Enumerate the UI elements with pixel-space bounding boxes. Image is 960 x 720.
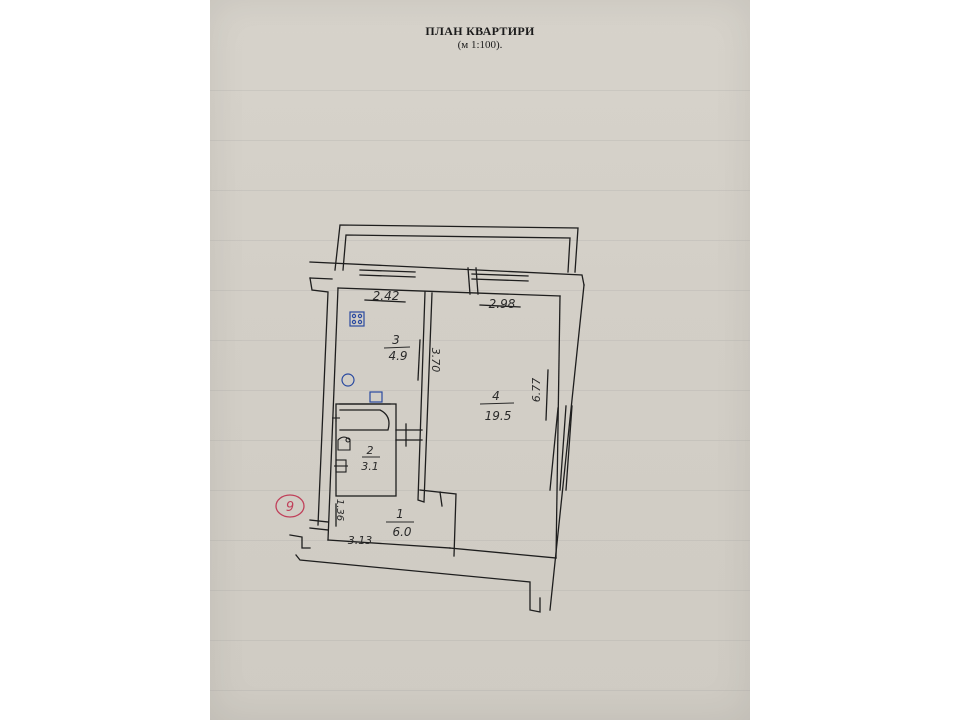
dimension-hall-length: 3.13 [348,534,373,547]
room-3-number: 3 [392,333,400,347]
washbasin-icon [369,391,383,403]
room-1-area: 6.0 [392,525,411,539]
window-kitchen [359,269,416,273]
document-sheet: ПЛАН КВАРТИРИ (м 1:100). [210,0,750,720]
inner-wall-bottom-hall [327,539,451,549]
partition-hall [419,489,457,557]
bathtub [339,409,390,431]
inner-wall-left [327,287,339,541]
stove-icon [349,311,365,327]
floor-plan-drawing: 3 4.9 4 19.5 2 3.1 1 6.0 2.42 2.98 3.70 … [275,224,585,613]
room-4-area: 19.5 [485,409,512,423]
room-4-number: 4 [492,389,500,403]
page-title: ПЛАН КВАРТИРИ [425,24,535,38]
apartment-number-circle [275,494,305,518]
balcony-outline [334,224,579,273]
room-1-number: 1 [396,507,404,521]
outer-wall-bottom [295,554,541,613]
outer-wall-left [309,277,329,526]
inner-wall-top [337,287,561,297]
dimension-kitchen-length: 3.70 [429,348,442,373]
inner-wall-right [555,295,561,559]
balcony-inner-outline [342,234,571,273]
window-right [549,407,559,491]
room-2-area: 3.1 [361,460,379,473]
sink-icon [341,373,355,387]
outer-wall-top [309,261,585,286]
toilet-icon [337,436,351,451]
outer-wall-right [549,284,585,611]
dimension-kitchen-width: 2.42 [373,289,400,303]
apartment-number: 9 [286,500,294,515]
window-living [471,273,529,277]
dimension-living-width: 2.98 [489,297,516,311]
dimension-living-length: 6.77 [530,378,543,403]
entrance-door [289,534,311,549]
room-3-area: 4.9 [388,349,407,363]
inner-wall-bottom-living [449,547,557,559]
room-2-number: 2 [367,444,374,457]
dimension-hall-width: 1.36 [334,499,345,521]
partition-kitchen-living [417,291,433,503]
plan-scale: (м 1:100). [457,39,503,51]
